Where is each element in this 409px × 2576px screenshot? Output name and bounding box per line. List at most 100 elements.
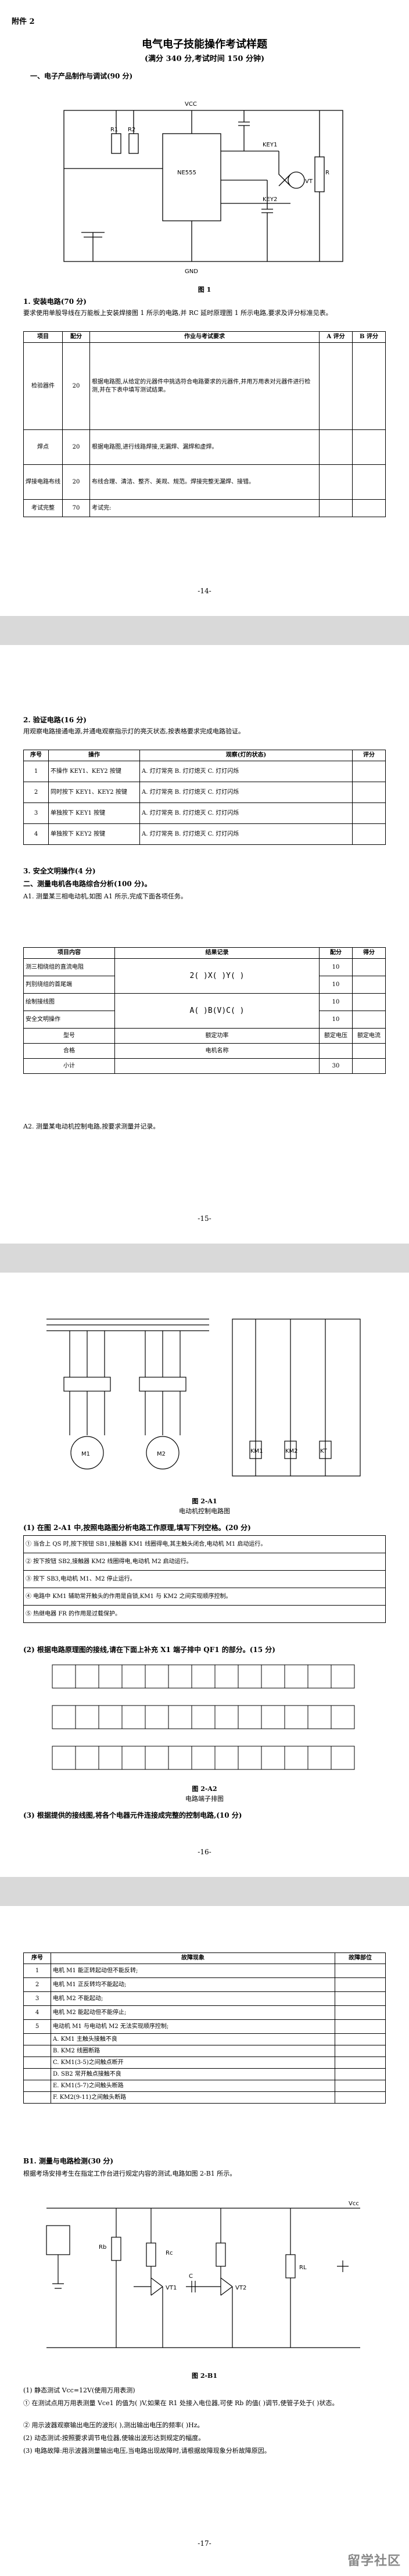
task-intro-1: A1. 测量某三相电动机,如图 A1 所示,完成下面各项任务。 [23,893,187,900]
section-description-b1: 根据考场安排考生在指定工作台进行规定内容的测试,电路如图 2-B1 所示。 [23,2170,236,2177]
svg-text:VT2: VT2 [235,2285,246,2291]
table-cell: 单独按下 KEY1 按键 [48,802,140,824]
table-cell: 检验器件 [23,342,63,430]
svg-text:R: R [325,170,329,176]
table-cell: 10 [319,993,353,1011]
page-number: -14- [198,587,211,595]
table-cell: A. 灯灯常亮 B. 灯灯熄灭 C. 灯灯闪烁 [139,823,353,845]
task-heading-1: 1. 安装电路(70 分) [23,298,87,306]
table-cell [352,976,386,994]
table-cell: 合格 [23,1043,115,1059]
table-cell: 4 [23,823,49,845]
table-cell: 焊接电路布线 [23,464,63,500]
table-cell: C. KM1(3-5)之间触点断开 [51,2056,335,2069]
svg-text:C: C [189,2273,193,2280]
table-cell: 1 [23,761,49,782]
figure-subcaption-2a2: 电路端子排图 [185,1795,224,1803]
fill-in-table: ① 当合上 QS 时,按下按钮 SB1,接触器 KM1 线圈得电,其主触头闭合,… [23,1535,386,1623]
exam-page-3: M1 M2 KM1 KM2 KT 图 2-A1 电动机控制电路图 (1) 在图 … [0,1273,409,1877]
exam-page-2: 2. 验证电路(16 分) 用观察电路接通电源,并通电观察指示灯的亮灭状态,按表… [0,645,409,1244]
table-cell [319,429,353,465]
table-header: A 评分 [319,331,353,343]
svg-text:KM1: KM1 [250,1448,263,1454]
task-intro-2: A2. 测量某电动机控制电路,按要求测量并记录。 [23,1123,160,1130]
table-cell: 型号 [23,1028,115,1044]
table-cell [352,429,386,465]
table-cell: 同时按下 KEY1、KEY2 按键 [48,782,140,803]
table-cell [335,2068,386,2080]
table-cell [352,802,386,824]
table-header: B 评分 [352,331,386,343]
table-cell: 电机 M1 能正转起动但不能反转; [51,1964,335,1978]
table-cell: 电机 M2 不能起动; [51,1991,335,2006]
table-cell [352,782,386,803]
table-cell: 3 [23,1991,51,2006]
table-cell [319,464,353,500]
table-header: 配分 [62,331,90,343]
page-number: -15- [198,1214,211,1223]
table-header: 项目 [23,331,63,343]
figure-caption-2a2: 图 2-A2 [192,1785,217,1793]
svg-text:NE555: NE555 [177,170,196,176]
svg-text:VT: VT [305,178,313,185]
table-cell [23,2045,51,2057]
table-cell [335,1991,386,2006]
table-cell [335,1977,386,1992]
table-cell: 2 [23,1977,51,1992]
circuit-diagram-1: NE555 VCC GND KEY1 KEY2 R VT R1 R2 [63,101,343,275]
watermark-logo: 留学社区 [347,2554,401,2568]
question-3: (3) 根据提供的接线图,将各个电器元件连接成完整的控制电路,(10 分) [23,1811,242,1819]
table-cell: 额定功率 [114,1028,320,1044]
table-cell: F. KM2(9-11)之间触头断路 [51,2091,335,2104]
table-cell [23,2056,51,2069]
table-cell: A. 灯灯常亮 B. 灯灯熄灭 C. 灯灯闪烁 [139,761,353,782]
svg-text:VT1: VT1 [166,2285,177,2291]
table-cell: 70 [62,499,90,517]
svg-text:KEY2: KEY2 [263,196,277,203]
table-cell [335,1964,386,1978]
table-cell: 判别绕组的首尾端 [23,976,115,994]
table-cell [352,993,386,1011]
table-cell [352,958,386,976]
task-description-1: 要求使用单股导线在万能板上安装焊接图 1 所示的电路,并 RC 延时原理图 1 … [23,309,332,317]
table-cell: A. 灯灯常亮 B. 灯灯熄灭 C. 灯灯闪烁 [139,782,353,803]
question-1: (1) 在图 2-A1 中,按照电路图分析电路工作原理,填写下列空格。(20 分… [23,1524,251,1532]
svg-text:M2: M2 [157,1451,166,1457]
table-cell [114,1058,320,1074]
svg-text:GND: GND [185,268,198,275]
table-cell: B. KM2 线圈断路 [51,2045,335,2057]
table-header: 观察(灯的状态) [139,750,353,761]
table-cell: 根据电路图,从给定的元器件中挑选符合电路要求的元器件,并用万用表对元器件进行检测… [89,342,320,430]
figure-subcaption-2a1: 电动机控制电路图 [179,1507,230,1515]
table-cell [23,2068,51,2080]
table-cell: 测三相绕组的直流电阻 [23,958,115,976]
table-cell: A. KM1 主触头接触不良 [51,2033,335,2045]
table-cell [319,499,353,517]
page-title: 电气电子技能操作考试样题 [142,38,267,51]
table-cell: 小计 [23,1058,115,1074]
table-cell: 20 [62,429,90,465]
table-cell [319,1043,353,1059]
table-cell: 电动机 M1 与电动机 M2 无法实现顺序控制; [51,2019,335,2034]
table-header: 项目内容 [23,947,115,959]
table-header: 结果记录 [114,947,320,959]
svg-text:KM2: KM2 [285,1448,298,1454]
table-row: ⑤ 热继电器 FR 的作用是过载保护。 [23,1605,386,1623]
table-cell: 不操作 KEY1、KEY2 按键 [48,761,140,782]
table-header: 得分 [352,947,386,959]
page-subtitle: (满分 340 分,考试时间 150 分钟) [144,55,265,63]
section-heading-b1: B1. 测量与电路检测(30 分) [23,2157,114,2165]
table-cell: 安全文明操作 [23,1011,115,1029]
table-cell: 电机 M1 正反转均不能起动; [51,1977,335,1992]
table-cell: 5 [23,2019,51,2034]
answer-line-4: (2) 动态测试:按照要求调节电位器,使输出波形达到规定的幅度。 [23,2434,205,2442]
table-cell: 1 [23,1964,51,1978]
scoring-table-1: 项目 配分 作业与考试要求 A 评分 B 评分 检验器件 20 根据电路图,从给… [23,331,386,517]
svg-text:Rb: Rb [99,2244,106,2251]
svg-text:KT: KT [320,1448,328,1454]
table-header: 故障部位 [335,1952,386,1964]
answer-line-2: ① 在测试点用万用表测量 Vce1 的值为( )V,如果在 R1 处接入电位器,… [23,2399,339,2407]
table-cell [23,2091,51,2104]
table-cell: 20 [62,464,90,500]
